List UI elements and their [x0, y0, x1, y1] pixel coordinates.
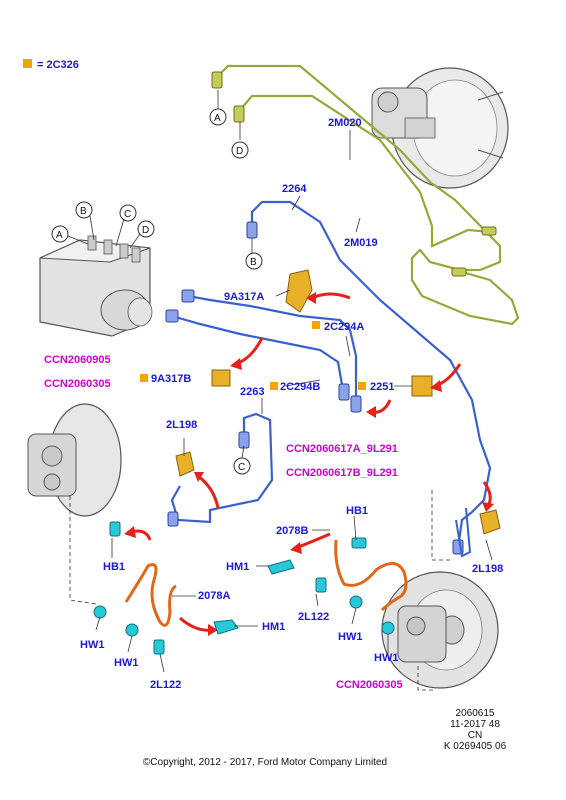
- label-2263: 2263: [240, 386, 264, 398]
- label-2078A: 2078A: [198, 590, 230, 602]
- callout-C-abs: C: [124, 209, 131, 220]
- hose-2078A: [124, 563, 177, 627]
- label-9A317A: 9A317A: [224, 291, 264, 303]
- blue-fitting-left-caliper: [167, 511, 179, 527]
- label-2L122-right: 2L122: [298, 611, 329, 623]
- blue-fitting-B: [246, 221, 258, 239]
- legend-marker-9A317B: [140, 374, 148, 382]
- label-2L122-left: 2L122: [150, 679, 181, 691]
- cyan-fittings: [93, 521, 395, 655]
- callout-B-pipe: B: [250, 257, 257, 268]
- blue-fitting-C: [238, 431, 250, 449]
- hose-2078B: [334, 539, 408, 612]
- info-line-2: 11-2017 48: [450, 719, 500, 730]
- legend-marker-2C294A: [312, 321, 320, 329]
- abs-module-illustration: [39, 235, 153, 337]
- legend-marker-2C294B: [270, 382, 278, 390]
- copyright-text: ©Copyright, 2012 - 2017, Ford Motor Comp…: [142, 757, 388, 768]
- legend-text: = 2C326: [37, 59, 79, 71]
- callout-B-abs: B: [80, 206, 87, 217]
- olive-fitting-booster-2: [451, 267, 467, 277]
- label-2M020: 2M020: [328, 117, 362, 129]
- thin-leaders: [95, 90, 493, 673]
- label-HM1-mid: HM1: [262, 621, 285, 633]
- callout-A-abs: A: [56, 230, 63, 241]
- bracket-2L198-right: [479, 509, 501, 535]
- bracket-9A317B: [211, 369, 231, 387]
- label-HB1-right: HB1: [346, 505, 368, 517]
- label-9A317B: 9A317B: [151, 373, 191, 385]
- callout-circles: [51, 108, 263, 475]
- blue-fitting-A: [338, 383, 350, 401]
- label-HB1-left: HB1: [103, 561, 125, 573]
- blue-fitting-abs-1: [181, 289, 195, 303]
- label-HM1-left: HM1: [226, 561, 249, 573]
- callout-stems: [67, 215, 253, 459]
- callout-A-top: A: [214, 113, 221, 124]
- legend-marker-2251: [358, 382, 366, 390]
- brake-line-olive: [217, 64, 520, 326]
- label-ccn-caliper-left: CCN2060305: [44, 378, 111, 390]
- label-ccn-caliper-right: CCN2060305: [336, 679, 403, 691]
- label-HW1-c: HW1: [338, 631, 362, 643]
- leader-lines: [69, 490, 452, 691]
- olive-fitting-D: [233, 105, 245, 123]
- callout-D-abs: D: [142, 225, 149, 236]
- callout-C-pipe: C: [238, 462, 245, 473]
- label-2L198-right: 2L198: [472, 563, 503, 575]
- label-2264: 2264: [282, 183, 307, 195]
- label-2251: 2251: [370, 381, 394, 393]
- label-ccn-abs: CCN2060905: [44, 354, 111, 366]
- label-HW1-b: HW1: [114, 657, 138, 669]
- label-2C294B: 2C294B: [280, 381, 320, 393]
- label-2L198-left: 2L198: [166, 419, 197, 431]
- right-disc-illustration: [381, 571, 499, 689]
- bracket-2L198-left: [175, 451, 195, 477]
- blue-fitting-B2: [350, 395, 362, 413]
- label-HW1-d: HW1: [374, 652, 398, 664]
- label-2M019: 2M019: [344, 237, 378, 249]
- legend-square: [23, 59, 32, 68]
- red-arrowheads: [124, 292, 494, 636]
- label-ccn-B: CCN2060617B_9L291: [286, 467, 398, 479]
- label-HW1-a: HW1: [80, 639, 104, 651]
- bracket-2251: [411, 375, 433, 397]
- diagram-info-block: 2060615 11-2017 48 CN K 0269405 06: [440, 708, 510, 752]
- brake-booster-illustration: [371, 67, 509, 189]
- left-caliper-illustration: [27, 403, 122, 517]
- blue-fitting-abs-2: [165, 309, 179, 323]
- info-line-1: 2060615: [455, 708, 495, 719]
- label-ccn-A: CCN2060617A_9L291: [286, 443, 398, 455]
- label-2078B: 2078B: [276, 525, 308, 537]
- olive-fitting-A: [211, 71, 223, 89]
- callout-D-top: D: [236, 146, 243, 157]
- olive-fitting-booster-1: [481, 226, 497, 236]
- blue-loop-right: [455, 507, 472, 558]
- info-line-4: K 0269405 06: [443, 741, 507, 752]
- bracket-9A317A: [285, 269, 313, 313]
- info-line-3: CN: [467, 730, 483, 741]
- label-2C294A: 2C294A: [324, 321, 364, 333]
